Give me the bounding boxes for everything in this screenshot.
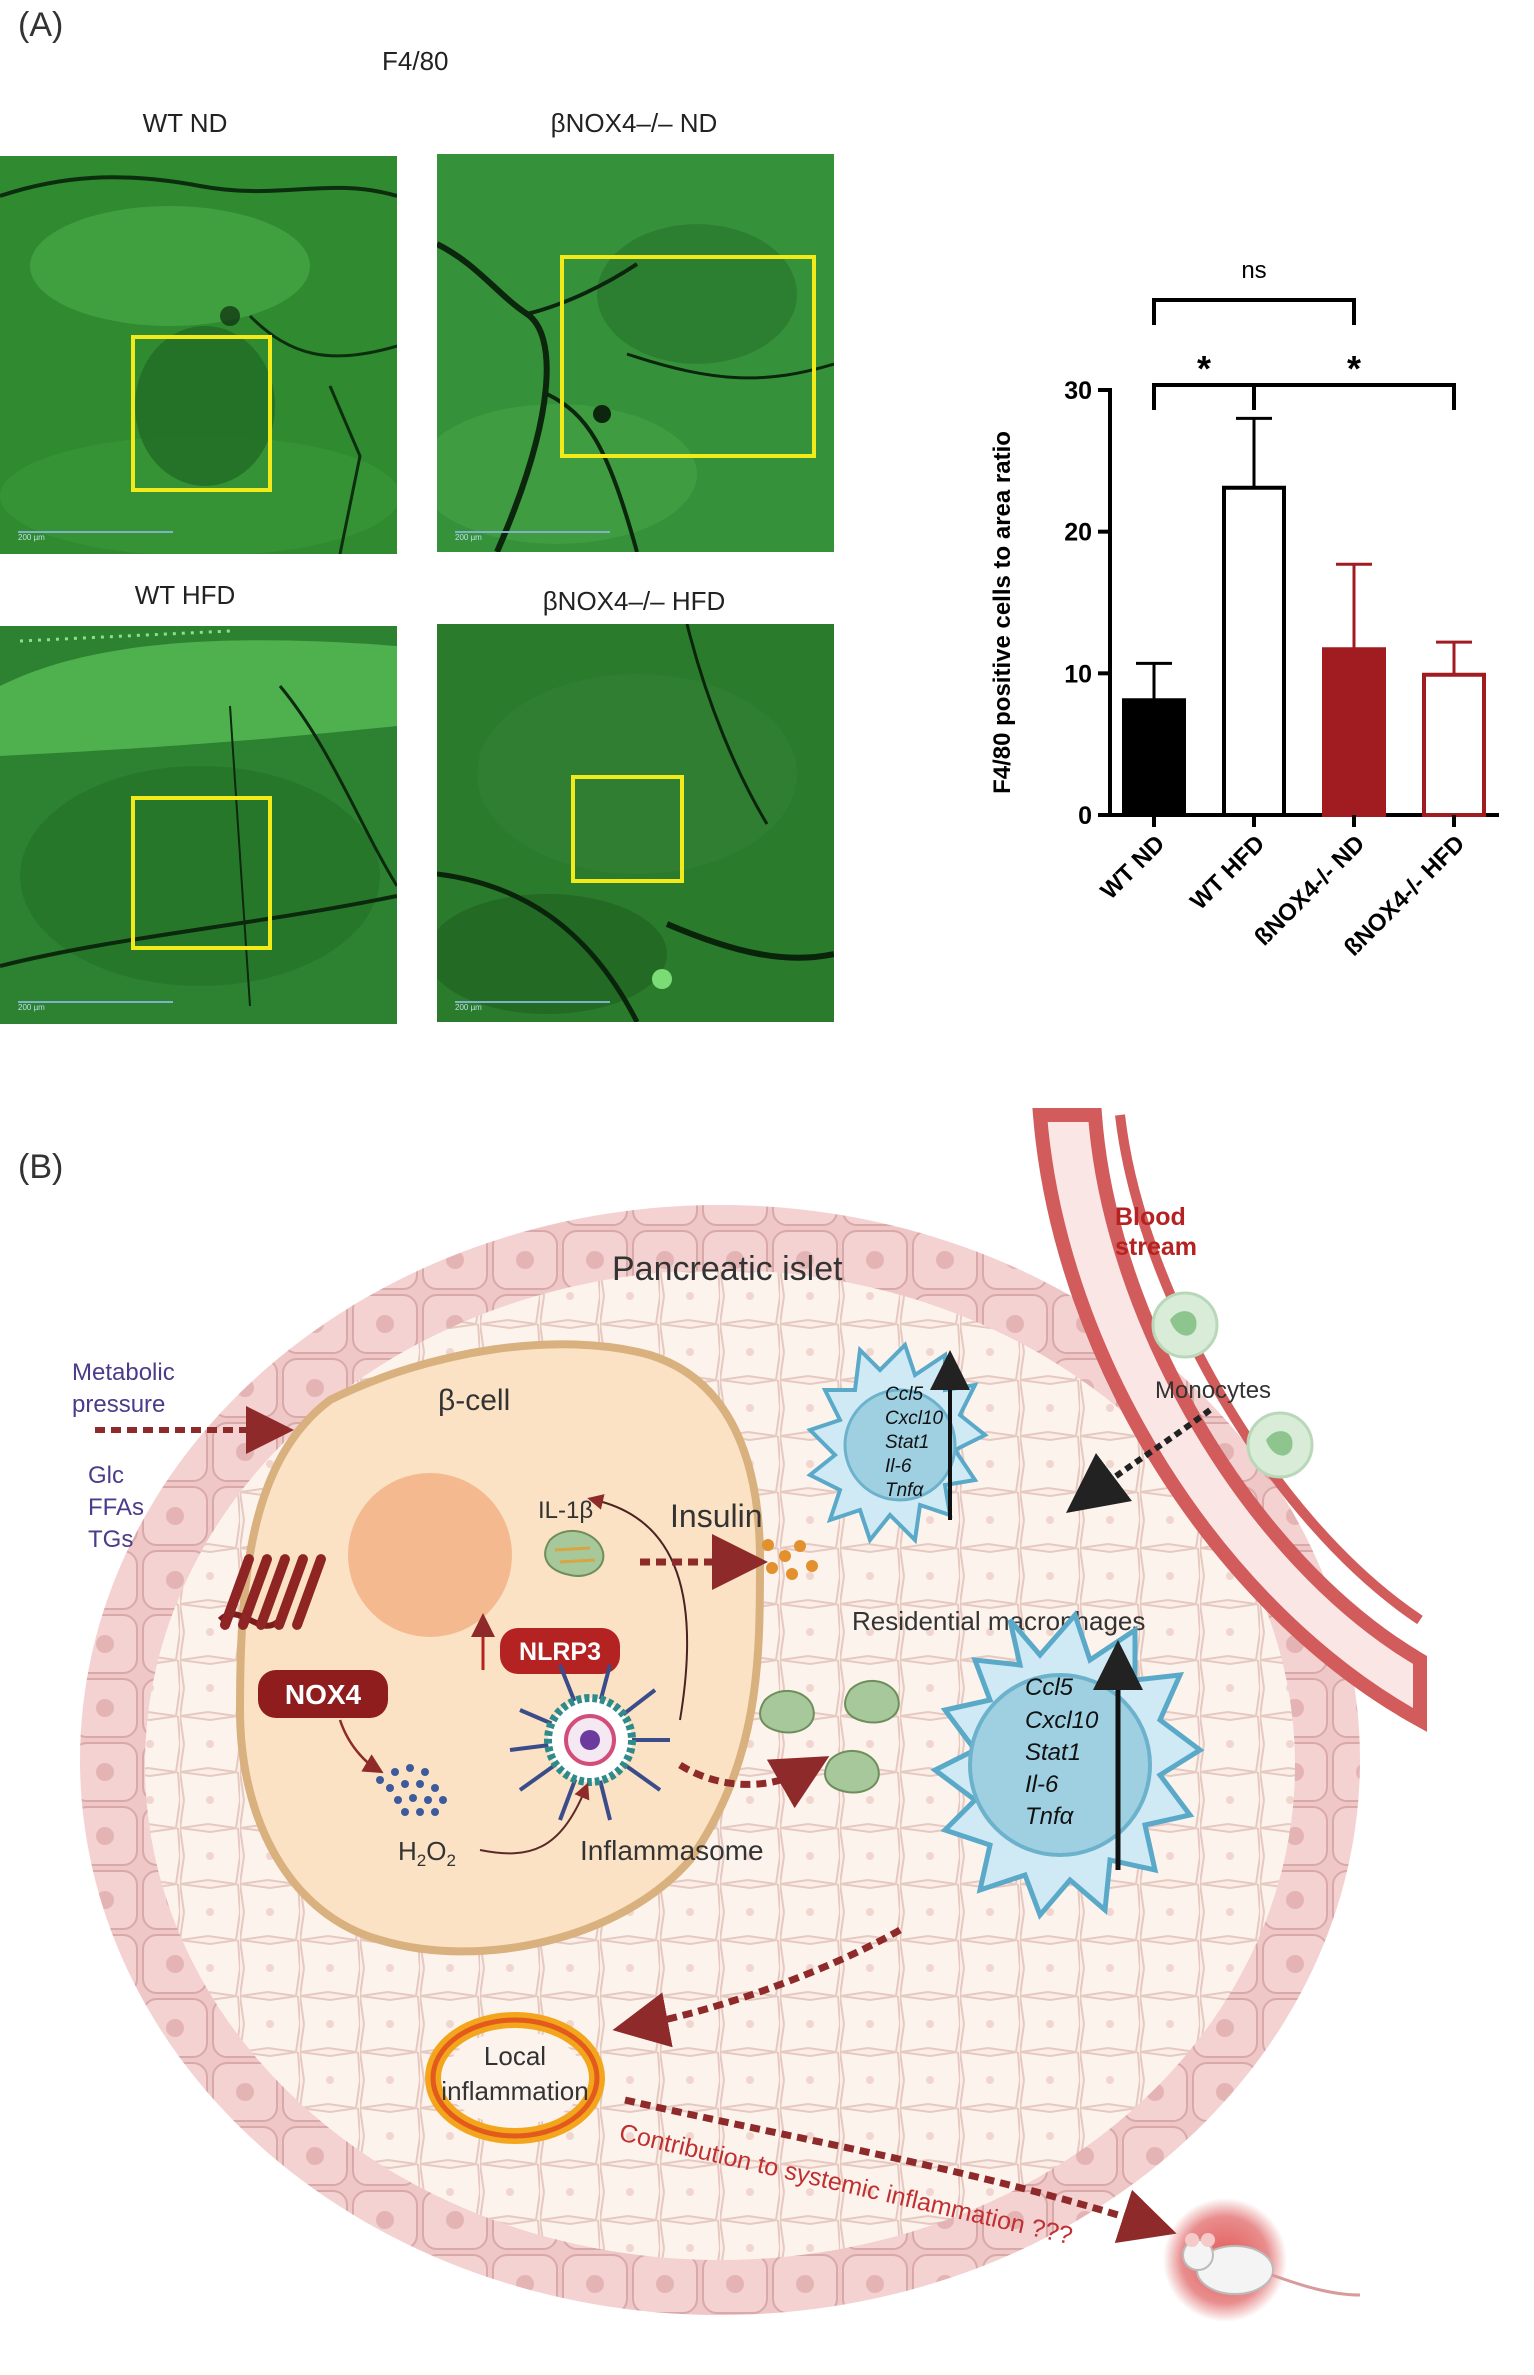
scale-label: 200 µm bbox=[18, 1003, 45, 1012]
h2o2-label: H2O2 bbox=[398, 1836, 456, 1870]
islet-diagram: NOX4 NLRP3 H2O2 Inflammasome IL-1β β-cel… bbox=[72, 1108, 1427, 2322]
gene-small-stat1: Stat1 bbox=[885, 1432, 929, 1453]
nutrient-tgs: TGs bbox=[88, 1526, 133, 1553]
macrophage-large-icon bbox=[930, 1610, 1205, 1920]
inflammasome-label: Inflammasome bbox=[580, 1835, 764, 1866]
image-title-bnox4-hfd: βNOX4–/– HFD bbox=[542, 586, 726, 616]
y-tick-label: 30 bbox=[1064, 377, 1092, 405]
gene-small-cxcl10: Cxcl10 bbox=[885, 1408, 944, 1429]
islet-title: Pancreatic islet bbox=[612, 1250, 843, 1288]
insulin-granules-icon bbox=[762, 1539, 818, 1580]
islet-roi-box bbox=[131, 335, 272, 492]
panel-a-label: (A) bbox=[18, 6, 64, 44]
gene-large-stat1: Stat1 bbox=[1025, 1739, 1081, 1766]
il1b-protein-icon bbox=[544, 1529, 605, 1577]
beta-cell-label: β-cell bbox=[438, 1384, 510, 1417]
nutrient-glc: Glc bbox=[88, 1462, 124, 1489]
gene-small-tnfa: Tnfα bbox=[885, 1480, 924, 1501]
micrograph-wt-hfd: 200 µm bbox=[0, 626, 397, 1024]
membrane-protein-icon bbox=[217, 1554, 326, 1630]
x-tick-label: WT HFD bbox=[1185, 830, 1270, 915]
nlrp3-label: NLRP3 bbox=[519, 1638, 601, 1666]
significance-bracket bbox=[1152, 298, 1356, 325]
scale-label: 200 µm bbox=[18, 533, 45, 542]
gene-small-ccl5: Ccl5 bbox=[885, 1384, 923, 1405]
y-tick-label: 10 bbox=[1064, 660, 1092, 688]
nucleus bbox=[348, 1473, 512, 1637]
monocytes-label: Monocytes bbox=[1155, 1377, 1271, 1404]
metabolic-pressure-label-2: pressure bbox=[72, 1391, 165, 1418]
inflammasome-icon bbox=[509, 1664, 670, 1821]
mouse-icon bbox=[1182, 2233, 1361, 2297]
bar bbox=[1222, 485, 1286, 817]
gene-large-il6: Il-6 bbox=[1025, 1771, 1059, 1798]
scale-bar bbox=[18, 531, 173, 533]
gene-large-tnfa: Tnfα bbox=[1025, 1803, 1075, 1830]
significance-label: ns bbox=[1241, 257, 1266, 284]
scale-bar bbox=[455, 531, 610, 533]
stain-title: F4/80 bbox=[382, 46, 449, 76]
x-tick-label: WT ND bbox=[1096, 830, 1171, 905]
bar bbox=[1122, 698, 1186, 817]
nox4-label: NOX4 bbox=[285, 1679, 362, 1710]
blood-vessel bbox=[1032, 1108, 1427, 1732]
micrograph-bnox4-nd: 200 µm bbox=[437, 154, 834, 552]
scale-bar bbox=[455, 1001, 610, 1003]
y-tick-label: 0 bbox=[1078, 802, 1092, 830]
blood-stream-label-1: Blood bbox=[1115, 1203, 1186, 1231]
local-inflammation-label-2: inflammation bbox=[441, 2076, 588, 2106]
panel-b-label: (B) bbox=[18, 1148, 64, 1186]
il1b-label: IL-1β bbox=[538, 1497, 593, 1524]
image-title-bnox4-nd: βNOX4–/– ND bbox=[550, 108, 718, 138]
image-title-wt-hfd: WT HFD bbox=[134, 580, 236, 610]
blood-stream-label-2: stream bbox=[1115, 1233, 1197, 1261]
macrophage-small-icon bbox=[806, 1341, 989, 1545]
image-title-wt-nd: WT ND bbox=[142, 108, 228, 138]
nlrp3-badge bbox=[500, 1628, 620, 1674]
residential-macrophages-label: Residential macrophages bbox=[852, 1606, 1145, 1636]
islet-roi-box bbox=[560, 255, 816, 458]
islet-roi-box bbox=[571, 775, 684, 883]
metabolic-pressure-label-1: Metabolic bbox=[72, 1359, 175, 1386]
significance-label: * bbox=[1347, 348, 1361, 389]
gene-large-cxcl10: Cxcl10 bbox=[1025, 1707, 1099, 1734]
scale-label: 200 µm bbox=[455, 533, 482, 542]
nox4-badge bbox=[258, 1670, 388, 1718]
gene-small-il6: Il-6 bbox=[885, 1456, 912, 1477]
y-tick-label: 20 bbox=[1064, 519, 1092, 547]
h2o2-molecules-icon bbox=[376, 1764, 447, 1816]
local-inflammation-label-1: Local bbox=[484, 2041, 546, 2071]
insulin-label: Insulin bbox=[670, 1498, 763, 1534]
significance-label: * bbox=[1197, 348, 1211, 389]
micrograph-wt-nd: 200 µm bbox=[0, 156, 397, 554]
fire-ring-icon bbox=[425, 2012, 605, 2144]
y-axis-label: F4/80 positive cells to area ratio bbox=[989, 431, 1016, 794]
nutrient-ffas: FFAs bbox=[88, 1494, 144, 1521]
islet-roi-box bbox=[131, 796, 272, 950]
significance-bracket bbox=[1252, 383, 1456, 410]
cytokine-proteins-icon bbox=[759, 1680, 900, 1794]
gene-large-ccl5: Ccl5 bbox=[1025, 1674, 1074, 1701]
scale-bar bbox=[18, 1001, 173, 1003]
micrograph-bnox4-hfd: 200 µm bbox=[437, 624, 834, 1022]
bar bbox=[1322, 647, 1386, 817]
bar bbox=[1422, 672, 1486, 817]
scale-label: 200 µm bbox=[455, 1003, 482, 1012]
